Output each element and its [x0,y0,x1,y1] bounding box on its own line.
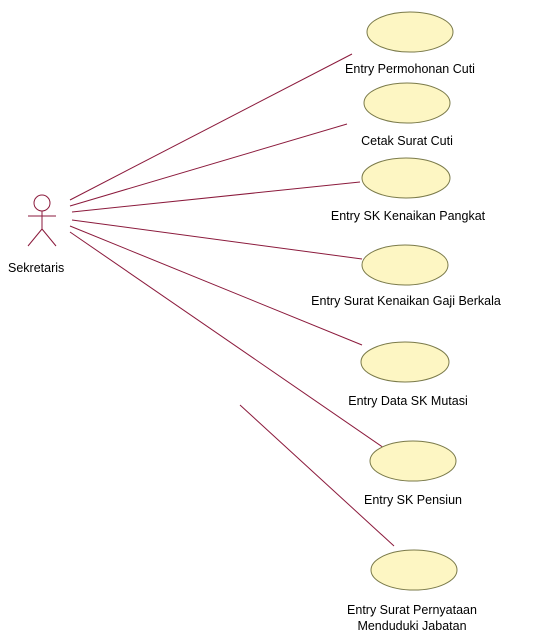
use-case-label: Cetak Surat Cuti [361,134,453,148]
use-case-label: Entry SK Kenaikan Pangkat [331,209,486,223]
association-entry-sk-kenaikan-pangkat [71,181,361,213]
use-case-entry-data-sk-mutasi[interactable]: Entry Data SK Mutasi [348,341,468,408]
use-case-entry-permohonan-cuti[interactable]: Entry Permohonan Cuti [345,11,475,76]
actor-head [33,194,51,212]
actor-right-leg [41,228,57,247]
association-entry-permohonan-cuti [69,53,353,201]
use-case-ellipse [360,341,450,383]
associations [69,53,395,547]
association-entry-sk-pensiun [69,231,385,449]
use-case-ellipse [363,82,451,124]
use-case-label: Entry SK Pensiun [364,493,462,507]
use-case-entry-surat-pernyataan-menduduki-jabatan[interactable]: Entry Surat Pernyataan Menduduki Jabatan [347,549,477,633]
use-case-entry-sk-kenaikan-pangkat[interactable]: Entry SK Kenaikan Pangkat [331,157,486,223]
use-case-label: Entry Surat Kenaikan Gaji Berkala [311,294,501,308]
association-entry-data-sk-mutasi [69,225,363,346]
use-case-entry-surat-kenaikan-gaji-berkala[interactable]: Entry Surat Kenaikan Gaji Berkala [311,244,501,308]
use-case-ellipse [369,440,457,482]
use-case-label-line-2: Menduduki Jabatan [357,619,466,633]
actor-sekretaris[interactable]: Sekretaris [8,194,64,275]
use-case-entry-sk-pensiun[interactable]: Entry SK Pensiun [364,440,462,507]
actor-name-label: Sekretaris [8,261,64,275]
use-case-cetak-surat-cuti[interactable]: Cetak Surat Cuti [361,82,453,148]
association-cetak-surat-cuti [69,123,348,207]
association-entry-surat-pernyataan [239,404,395,547]
actor-left-leg [27,228,43,247]
use-case-label-line-1: Entry Surat Pernyataan [347,603,477,617]
use-case-label: Entry Data SK Mutasi [348,394,468,408]
use-case-ellipse [361,244,449,286]
use-case-ellipse [366,11,454,53]
association-entry-surat-kenaikan-gaji-berkala [71,219,363,260]
use-case-ellipse [361,157,451,199]
use-case-ellipse [370,549,458,591]
use-case-label: Entry Permohonan Cuti [345,62,475,76]
